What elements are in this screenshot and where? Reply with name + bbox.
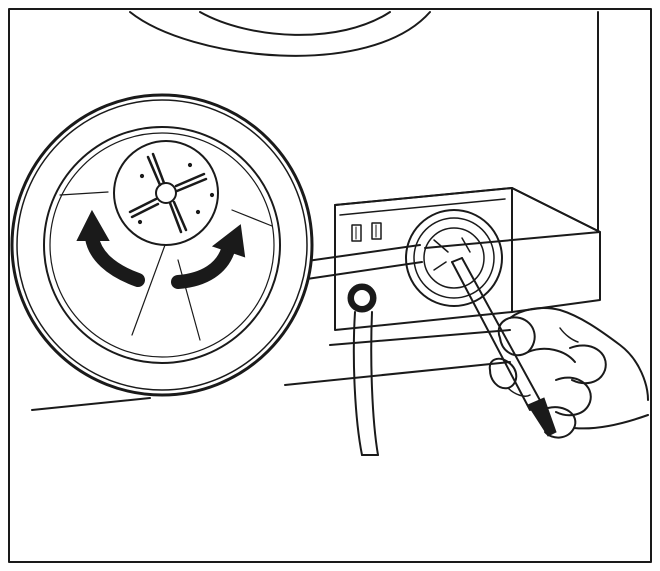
magnified-filter-detail bbox=[10, 93, 423, 397]
index-finger bbox=[488, 357, 518, 390]
filter-cap bbox=[405, 209, 503, 307]
appliance-body bbox=[31, 11, 599, 411]
hand-with-screwdriver bbox=[451, 257, 649, 439]
door-porthole-inner-arc bbox=[199, 11, 391, 36]
screwdriver-tip bbox=[527, 397, 557, 437]
drain-hose bbox=[347, 283, 379, 456]
panel-slot-right bbox=[371, 222, 382, 240]
figure-frame bbox=[8, 8, 652, 563]
filter-access-panel bbox=[334, 187, 601, 331]
panel-slot-left bbox=[351, 224, 362, 242]
thumb bbox=[497, 316, 536, 357]
door-porthole-outer-arc bbox=[129, 11, 431, 57]
curved-arrow-counterclockwise-icon bbox=[76, 209, 145, 287]
curved-arrow-clockwise-icon bbox=[171, 224, 246, 289]
filter-knob bbox=[113, 140, 219, 246]
